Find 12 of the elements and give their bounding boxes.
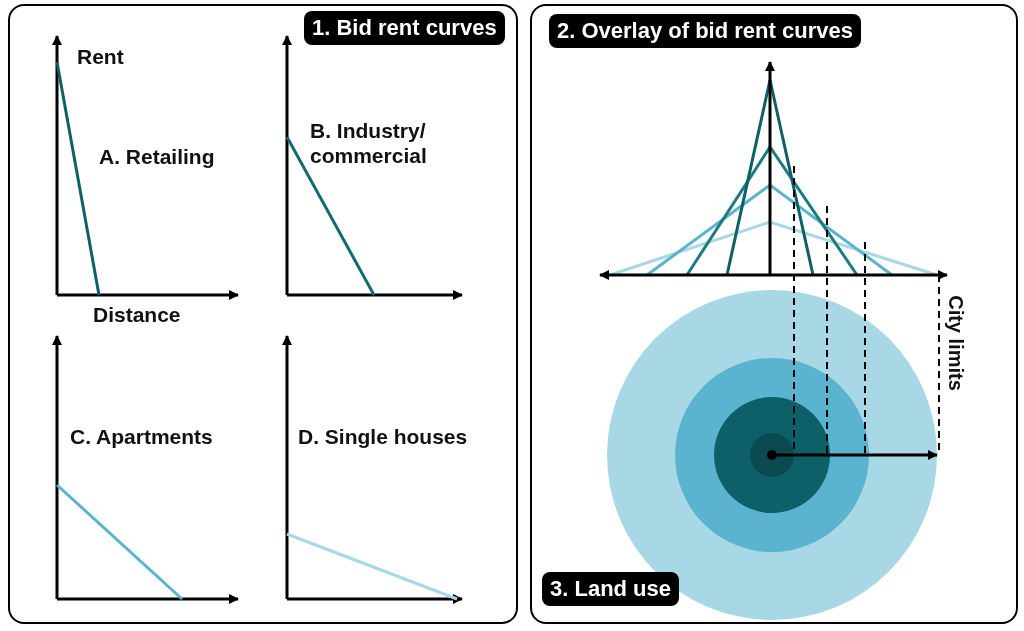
curve-label: C. Apartments (70, 424, 213, 450)
axis-label: Distance (93, 302, 181, 328)
panel-heading: 3. Land use (542, 572, 680, 606)
panel (8, 4, 518, 624)
curve-label: D. Single houses (298, 424, 468, 450)
curve-label: A. Retailing (99, 144, 215, 170)
panel (530, 4, 1018, 624)
axis-label: City limits (943, 295, 968, 391)
axis-label: Rent (77, 44, 124, 70)
panel-heading: 2. Overlay of bid rent curves (549, 14, 861, 48)
panel-heading: 1. Bid rent curves (304, 11, 505, 45)
curve-label: B. Industry/ commercial (310, 118, 428, 169)
